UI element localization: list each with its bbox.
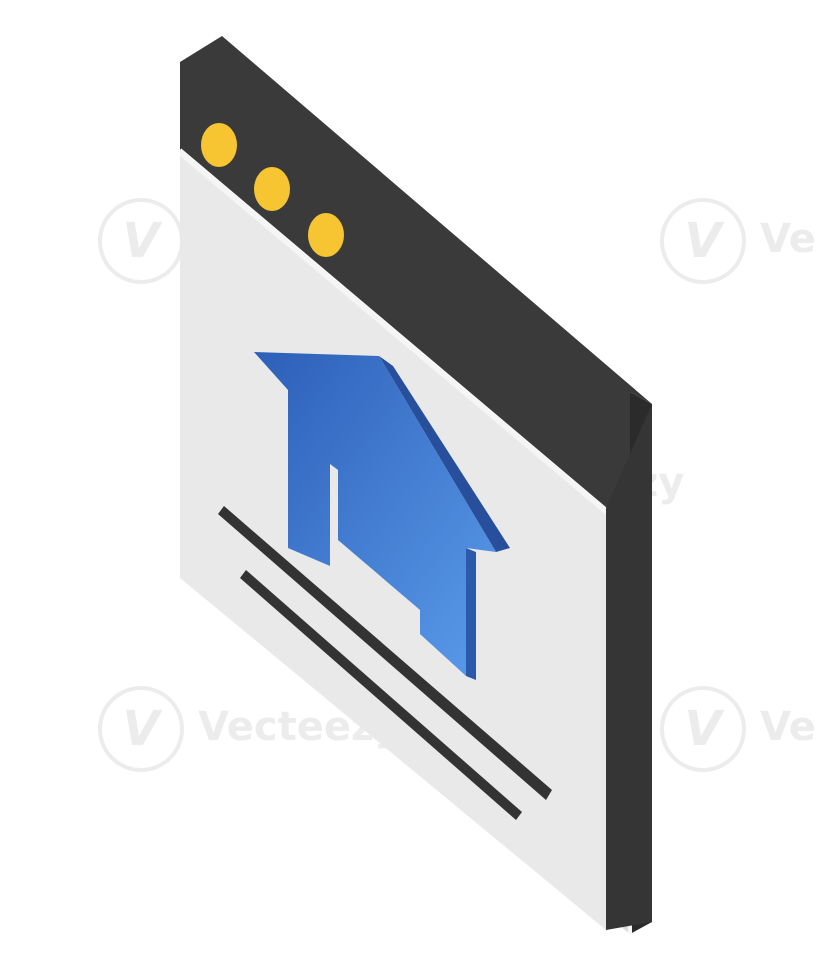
window-dot-1 — [201, 123, 237, 167]
window-content-highlight — [180, 150, 606, 515]
text-line-1 — [218, 506, 552, 800]
window-dot-2 — [254, 167, 290, 211]
window-dot-3 — [308, 213, 344, 257]
home-icon — [254, 352, 510, 680]
window-title-bar — [180, 36, 652, 530]
window-frame-right-strip — [606, 404, 652, 930]
text-line-2 — [240, 570, 522, 820]
